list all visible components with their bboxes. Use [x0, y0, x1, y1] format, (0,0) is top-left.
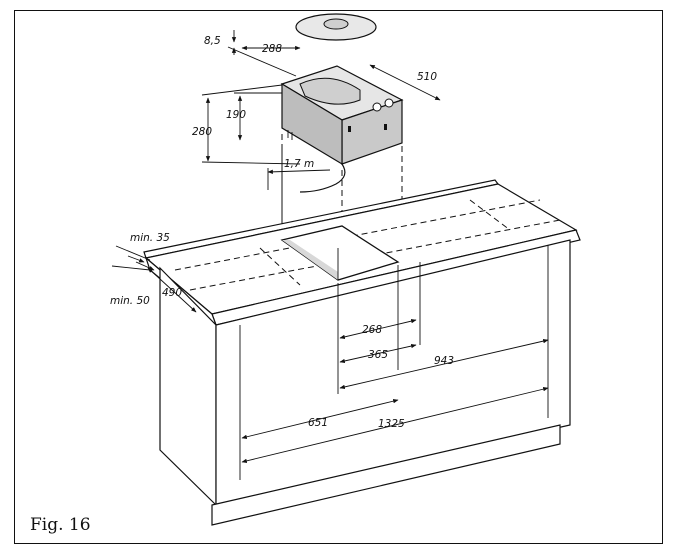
figure-frame: [14, 10, 663, 544]
dim-365: 365: [368, 349, 388, 361]
dimension-lines-appliance: [201, 30, 441, 190]
dim-8-5: 8,5: [204, 35, 221, 47]
dim-1325: 1325: [378, 418, 405, 430]
appliance-lid: [295, 13, 377, 41]
dim-651: 651: [308, 417, 328, 429]
dim-288: 288: [262, 43, 282, 55]
dim-min-35: min. 35: [130, 232, 170, 244]
dim-510: 510: [417, 71, 437, 83]
power-cable: [299, 163, 346, 193]
dim-min-50: min. 50: [110, 295, 150, 307]
dim-490: 490: [162, 287, 182, 299]
dim-268: 268: [362, 324, 382, 336]
dim-280: 280: [192, 126, 212, 138]
dim-190: 190: [226, 109, 246, 121]
figure-label: Fig. 16: [30, 515, 91, 535]
dim-cable-length: 1,7 m: [284, 158, 314, 170]
dimension-lines-cutout: [111, 245, 549, 463]
dim-943: 943: [434, 355, 454, 367]
appliance-unit: [280, 65, 404, 166]
